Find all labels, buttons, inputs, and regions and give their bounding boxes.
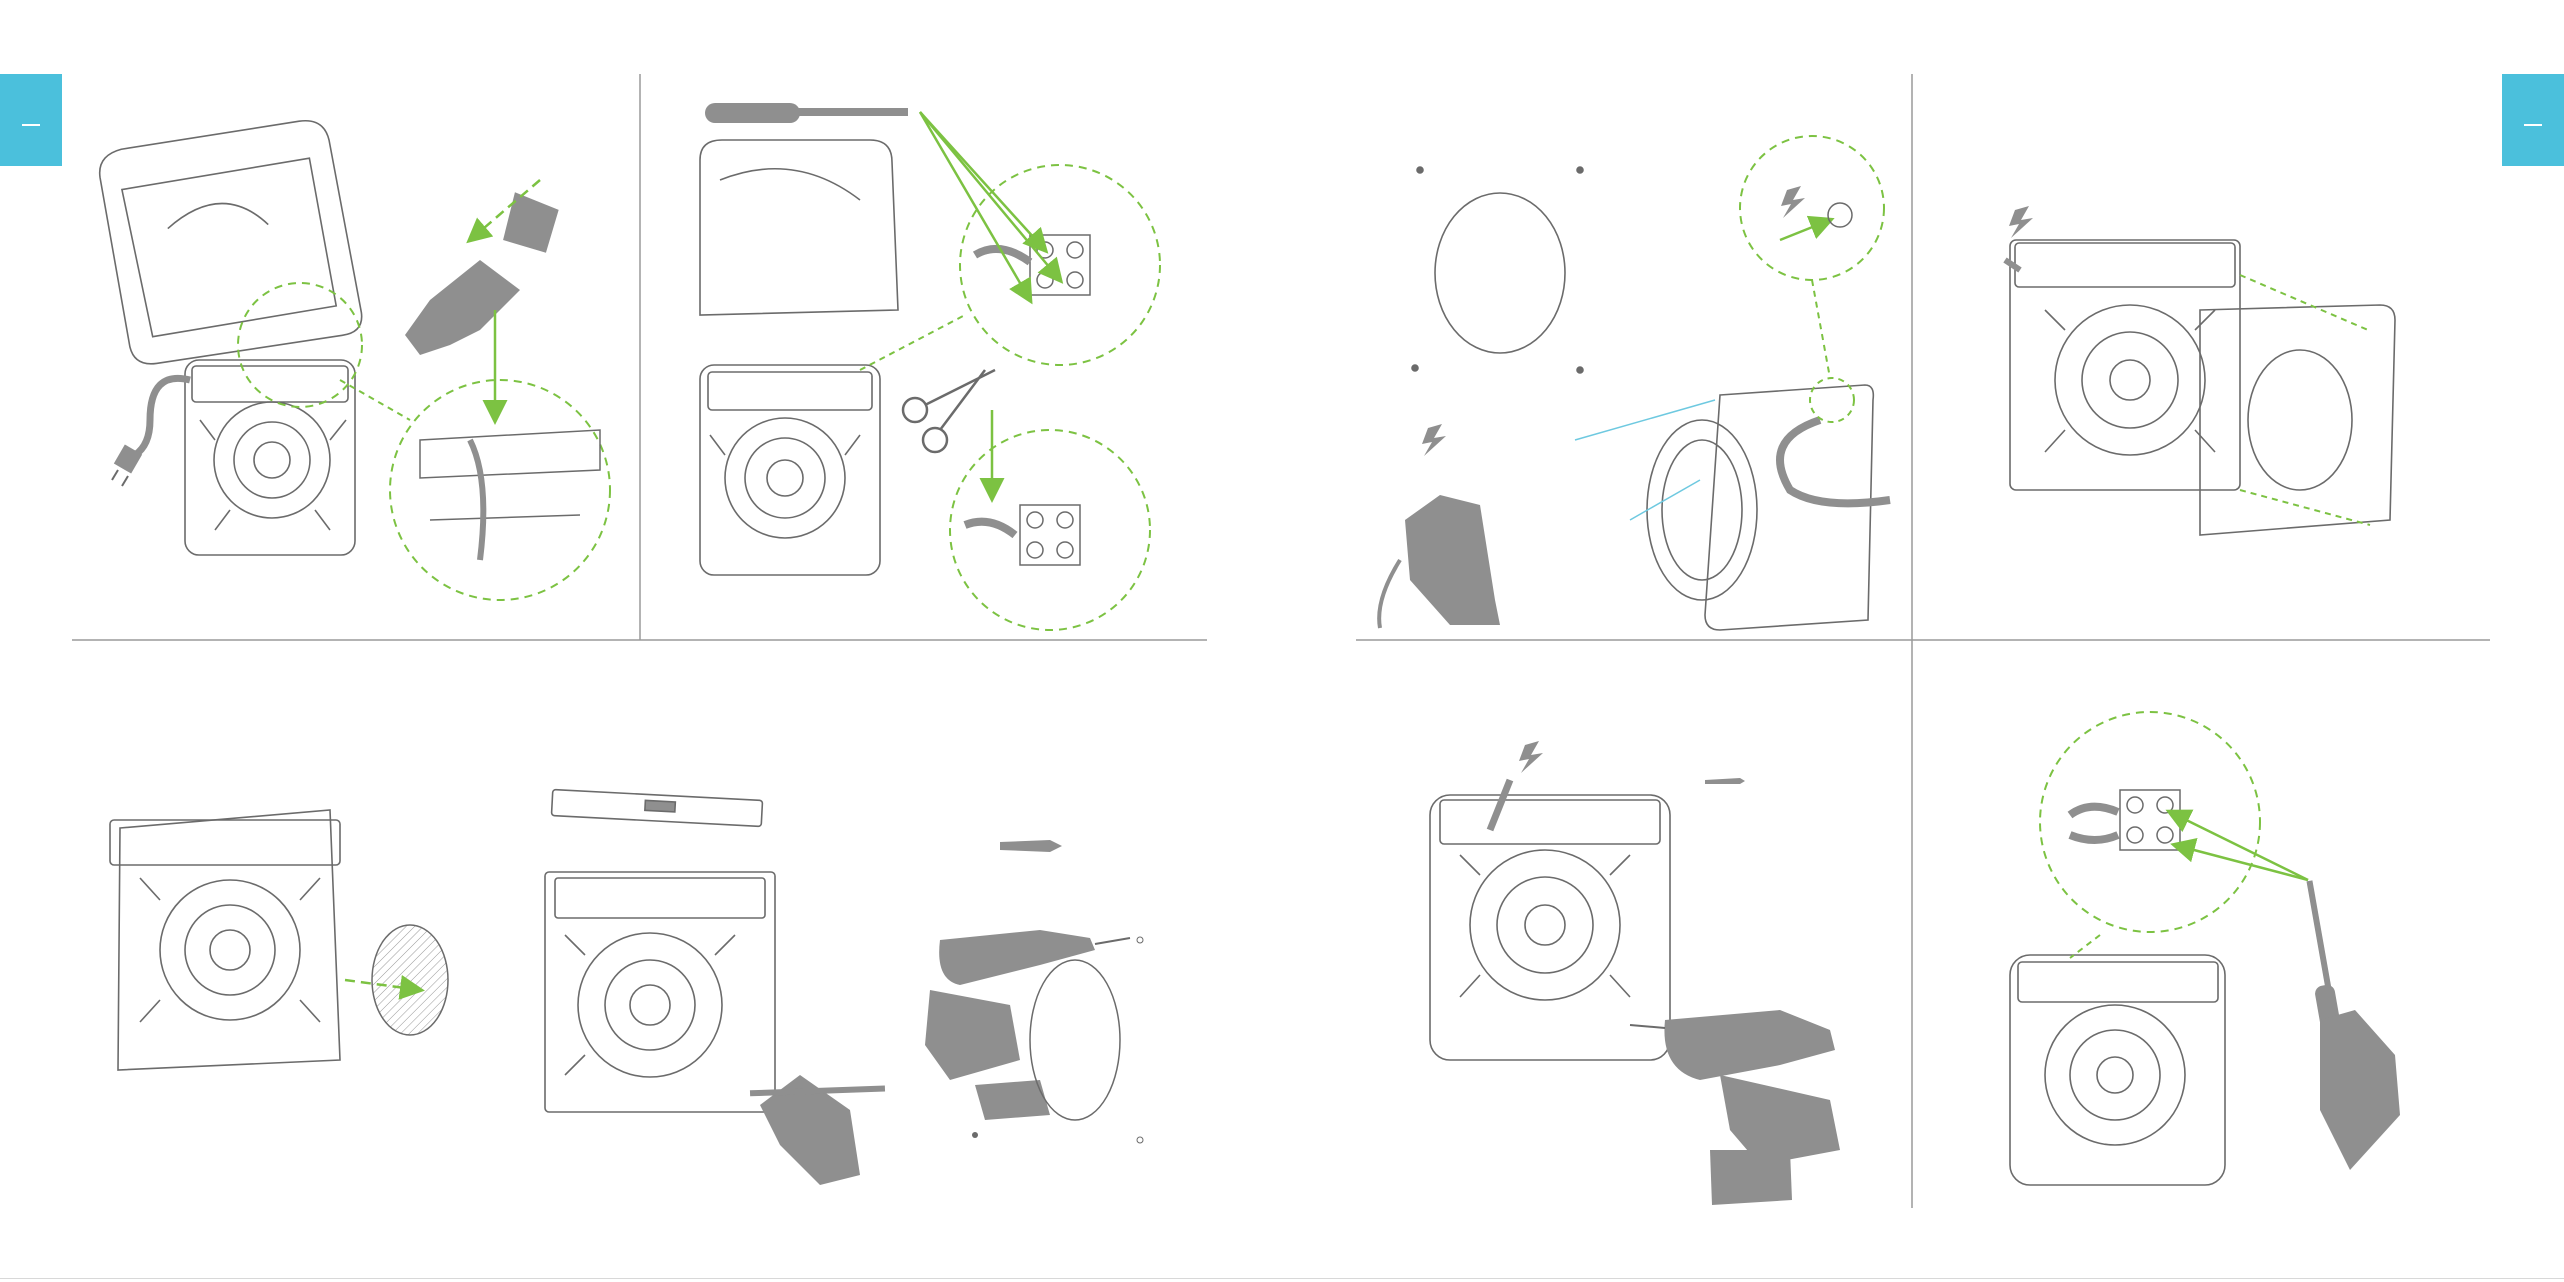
spirit-level-icon [551, 790, 762, 827]
wall-opening [372, 925, 448, 1035]
detail-circle [390, 380, 610, 600]
lightning-icon [1422, 186, 1805, 456]
panel-grid [72, 74, 2490, 1208]
detail-circle [238, 283, 362, 407]
screw-icon [1705, 778, 1745, 784]
detail-circle [950, 430, 1150, 630]
scissors-icon [903, 370, 995, 452]
drill-icon [1630, 1010, 1840, 1205]
step-place-fan [110, 810, 340, 1070]
detail-circle [2040, 712, 2260, 932]
step-open-cover [96, 116, 364, 555]
screwdriver-icon [705, 103, 908, 123]
step-level-mark [545, 872, 775, 1112]
page-bottom-rule [0, 1278, 2564, 1279]
hand-icon [1379, 495, 1500, 628]
step-fix [1430, 795, 1670, 1060]
lightning-icon [2009, 206, 2033, 238]
drill-icon [925, 930, 1130, 1120]
step-tighten [2010, 955, 2225, 1185]
step-position [2010, 240, 2395, 535]
hand-icon [750, 1075, 885, 1185]
detail-circle [1740, 136, 1884, 280]
hand-icon [2320, 1010, 2400, 1170]
lightning-icon [1519, 741, 1543, 773]
screwdriver-icon [2306, 880, 2342, 1036]
hand-icon [405, 185, 566, 355]
plug-icon [112, 378, 190, 486]
step-terminal [700, 140, 898, 575]
wall-plug-icon [1000, 840, 1062, 852]
